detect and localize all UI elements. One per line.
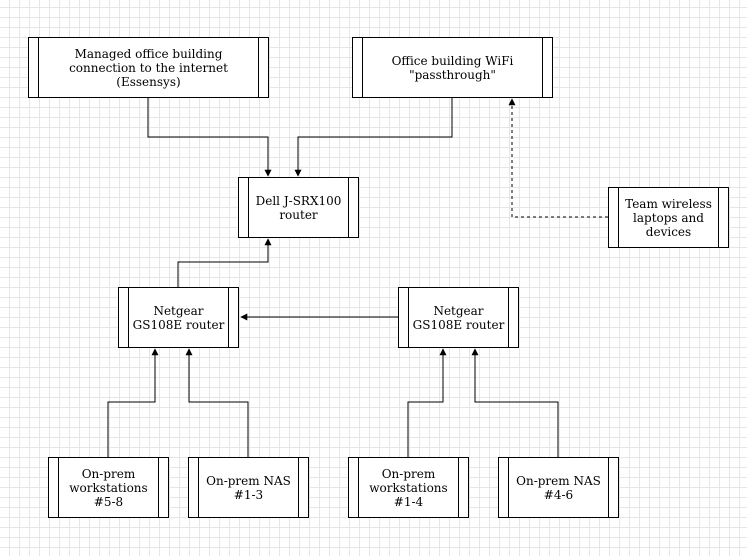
dell-router-label: Dell J-SRX100 router [255, 193, 342, 222]
wireless-devices-node[interactable]: Team wireless laptops and devices [608, 187, 729, 248]
office-wifi-node[interactable]: Office building WiFi "passthrough" [352, 37, 553, 98]
edge-ws58-to-left-switch [107, 348, 159, 457]
nas-1-3-label: On-prem NAS #1-3 [206, 473, 291, 502]
edge-isp-to-router [147, 97, 272, 177]
workstations-5-8-node[interactable]: On-prem workstations #5-8 [48, 457, 169, 518]
netgear-right-node[interactable]: Netgear GS108E router [398, 287, 519, 348]
nas-4-6-label: On-prem NAS #4-6 [516, 473, 601, 502]
edge-left-switch-to-router [177, 238, 272, 287]
edge-nas46-to-right-switch [471, 348, 559, 457]
workstations-1-4-node[interactable]: On-prem workstations #1-4 [348, 457, 469, 518]
nas-1-3-node[interactable]: On-prem NAS #1-3 [188, 457, 309, 518]
workstations-5-8-label: On-prem workstations #5-8 [69, 466, 148, 509]
netgear-right-label: Netgear GS108E router [412, 303, 505, 332]
netgear-left-node[interactable]: Netgear GS108E router [118, 287, 239, 348]
isp-connection-label: Managed office building connection to th… [69, 46, 228, 89]
wireless-devices-label: Team wireless laptops and devices [625, 196, 712, 239]
dell-router-node[interactable]: Dell J-SRX100 router [238, 177, 359, 238]
isp-connection-node[interactable]: Managed office building connection to th… [28, 37, 269, 98]
edge-ws14-to-right-switch [407, 348, 447, 457]
office-wifi-label: Office building WiFi "passthrough" [391, 53, 514, 82]
nas-4-6-node[interactable]: On-prem NAS #4-6 [498, 457, 619, 518]
workstations-1-4-label: On-prem workstations #1-4 [369, 466, 448, 509]
edge-nas13-to-left-switch [185, 348, 249, 457]
netgear-left-label: Netgear GS108E router [132, 303, 225, 332]
edge-wireless-to-wifi [508, 98, 608, 218]
edge-wifi-to-router [294, 97, 453, 177]
